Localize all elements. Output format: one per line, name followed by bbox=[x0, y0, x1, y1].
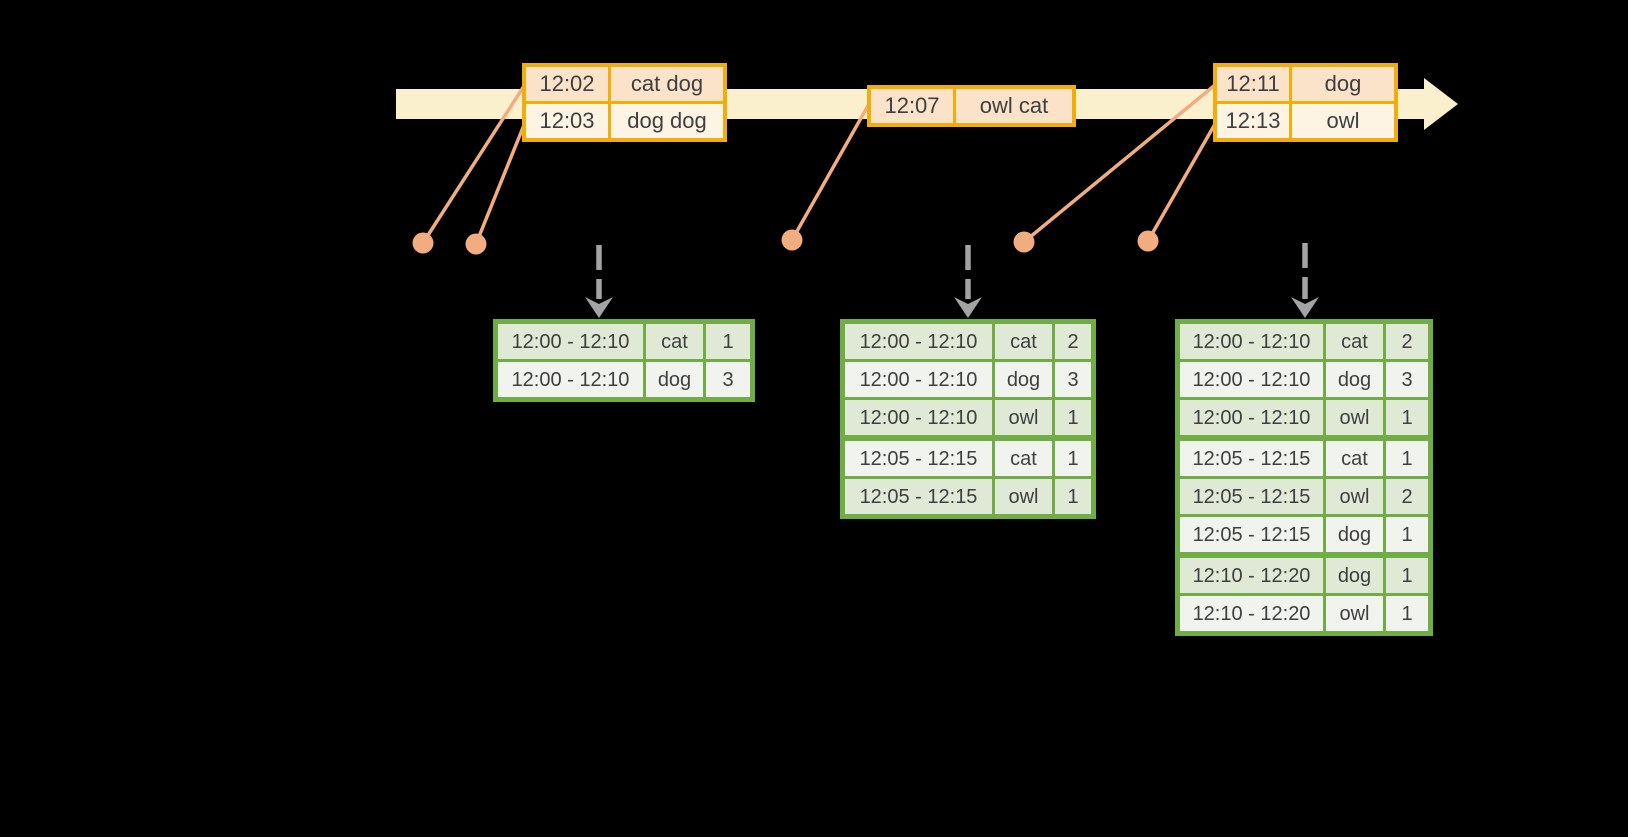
count-cell: 2 bbox=[1386, 324, 1428, 359]
window-cell: 12:05 - 12:15 bbox=[1180, 479, 1326, 514]
event-time-cell: 12:11 bbox=[1217, 67, 1292, 101]
count-cell: 1 bbox=[1386, 441, 1428, 476]
count-cell: 1 bbox=[1386, 558, 1428, 593]
word-cell: dog bbox=[646, 362, 706, 397]
event-time-cell: 12:03 bbox=[526, 104, 611, 138]
window-cell: 12:00 - 12:10 bbox=[1180, 400, 1326, 435]
window-cell: 12:00 - 12:10 bbox=[845, 362, 995, 397]
window-cell: 12:10 - 12:20 bbox=[1180, 558, 1326, 593]
connector-line bbox=[421, 85, 526, 244]
window-cell: 12:05 - 12:15 bbox=[845, 479, 995, 514]
event-words-cell: owl bbox=[1292, 104, 1394, 138]
window-cell: 12:05 - 12:15 bbox=[1180, 441, 1326, 476]
arrow-down-icon bbox=[585, 297, 613, 318]
window-cell: 12:05 - 12:15 bbox=[1180, 517, 1326, 552]
event-dot bbox=[1013, 231, 1035, 253]
count-cell: 1 bbox=[1055, 479, 1091, 514]
event-words-cell: cat dog bbox=[611, 67, 723, 101]
word-cell: cat bbox=[1326, 324, 1386, 359]
event-words-cell: dog bbox=[1292, 67, 1394, 101]
word-cell: owl bbox=[1326, 479, 1386, 514]
word-cell: dog bbox=[995, 362, 1055, 397]
window-cell: 12:10 - 12:20 bbox=[1180, 596, 1326, 631]
word-cell: owl bbox=[995, 400, 1055, 435]
event-words-cell: owl cat bbox=[956, 89, 1072, 123]
word-cell: dog bbox=[1326, 558, 1386, 593]
count-cell: 1 bbox=[706, 324, 750, 359]
window-cell: 12:00 - 12:10 bbox=[498, 362, 646, 397]
event-words-cell: dog dog bbox=[611, 104, 723, 138]
count-cell: 1 bbox=[1386, 517, 1428, 552]
event-time-cell: 12:13 bbox=[1217, 104, 1292, 138]
window-cell: 12:00 - 12:10 bbox=[845, 324, 995, 359]
event-dot bbox=[1137, 230, 1159, 252]
window-cell: 12:00 - 12:10 bbox=[498, 324, 646, 359]
timeline-arrowhead-icon bbox=[1424, 78, 1458, 130]
count-cell: 1 bbox=[1386, 400, 1428, 435]
count-cell: 3 bbox=[1386, 362, 1428, 397]
word-cell: cat bbox=[995, 441, 1055, 476]
word-cell: owl bbox=[995, 479, 1055, 514]
arrow-down-icon bbox=[1291, 297, 1319, 318]
window-cell: 12:00 - 12:10 bbox=[845, 400, 995, 435]
event-time-cell: 12:02 bbox=[526, 67, 611, 101]
event-dot bbox=[781, 229, 803, 251]
window-cell: 12:00 - 12:10 bbox=[1180, 324, 1326, 359]
count-cell: 3 bbox=[706, 362, 750, 397]
count-cell: 2 bbox=[1386, 479, 1428, 514]
word-cell: cat bbox=[646, 324, 706, 359]
count-cell: 2 bbox=[1055, 324, 1091, 359]
window-cell: 12:00 - 12:10 bbox=[1180, 362, 1326, 397]
count-cell: 3 bbox=[1055, 362, 1091, 397]
count-cell: 1 bbox=[1055, 400, 1091, 435]
event-dot bbox=[412, 232, 434, 254]
count-cell: 1 bbox=[1055, 441, 1091, 476]
window-cell: 12:05 - 12:15 bbox=[845, 441, 995, 476]
word-cell: dog bbox=[1326, 517, 1386, 552]
word-cell: owl bbox=[1326, 596, 1386, 631]
event-dot bbox=[465, 233, 487, 255]
word-cell: cat bbox=[1326, 441, 1386, 476]
connector-line bbox=[474, 124, 526, 245]
count-cell: 1 bbox=[1386, 596, 1428, 631]
connector-line bbox=[1146, 123, 1217, 242]
event-time-cell: 12:07 bbox=[871, 89, 956, 123]
word-cell: dog bbox=[1326, 362, 1386, 397]
word-cell: owl bbox=[1326, 400, 1386, 435]
word-cell: cat bbox=[995, 324, 1055, 359]
connector-line bbox=[790, 103, 871, 241]
arrow-down-icon bbox=[954, 297, 982, 318]
connector-line bbox=[1022, 83, 1217, 244]
